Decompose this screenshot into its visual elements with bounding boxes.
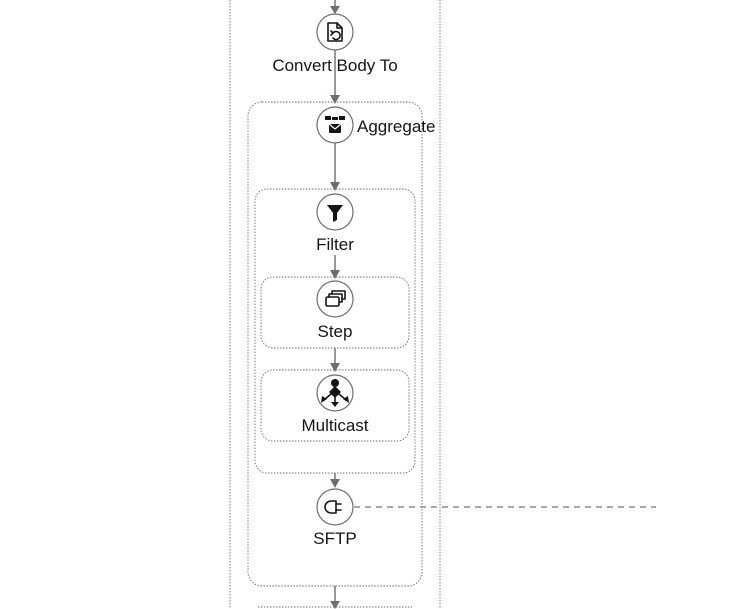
node-label: Multicast — [301, 416, 368, 435]
file-convert-icon — [327, 22, 343, 42]
funnel-icon — [327, 205, 343, 222]
multicast-container[interactable] — [260, 369, 410, 442]
node-convert-body-to[interactable]: Convert Body To — [272, 13, 398, 75]
node-label: SFTP — [313, 529, 356, 548]
arrow-head — [330, 270, 340, 279]
edges — [330, 0, 656, 609]
node-filter[interactable]: Filter — [316, 193, 354, 254]
node-step[interactable]: Step — [316, 280, 354, 341]
node-label: Convert Body To — [272, 56, 397, 75]
stacked-windows-icon — [325, 290, 346, 307]
arrow-head — [330, 479, 340, 488]
aggregate-envelope-icon — [325, 116, 345, 133]
arrow-head — [330, 601, 340, 609]
arrow-head — [330, 6, 340, 14]
route-container — [229, 0, 441, 609]
arrow-head — [330, 95, 340, 104]
node-circle — [316, 488, 354, 526]
arrow-head — [330, 363, 340, 372]
plug-icon — [324, 500, 342, 514]
node-multicast[interactable]: Multicast — [301, 374, 369, 435]
node-sftp[interactable]: SFTP — [313, 488, 357, 548]
multicast-arrows-icon — [321, 379, 349, 407]
node-label: Aggregate — [357, 117, 435, 136]
node-aggregate[interactable]: Aggregate — [316, 106, 435, 144]
arrow-head — [330, 182, 340, 191]
node-circle — [316, 280, 354, 318]
node-label: Step — [318, 322, 353, 341]
node-label: Filter — [316, 235, 354, 254]
